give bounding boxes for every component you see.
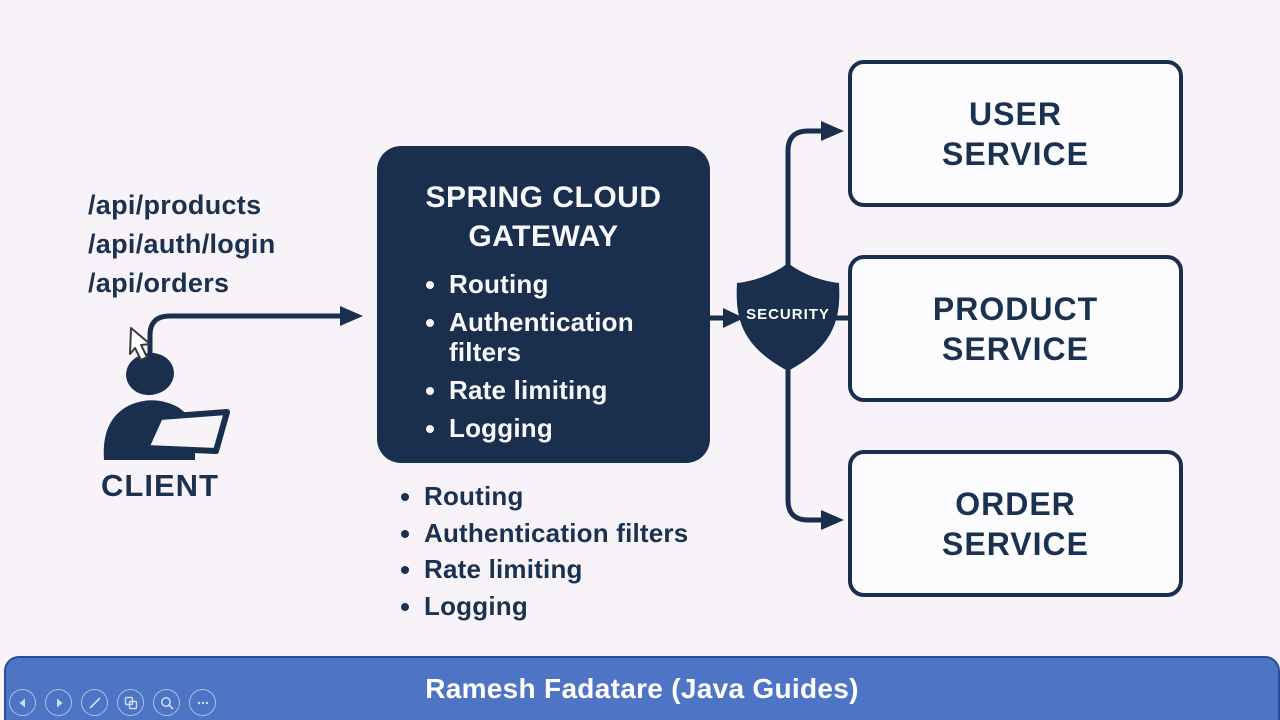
- service-name-line1: ORDER: [955, 485, 1076, 522]
- service-name-line2: SERVICE: [942, 135, 1089, 172]
- gateway-bullet: Rate limiting: [449, 375, 698, 405]
- feature-item: Routing: [424, 478, 688, 515]
- feature-item: Rate limiting: [424, 551, 688, 588]
- pen-icon: [89, 697, 100, 708]
- more-options-button[interactable]: [189, 689, 216, 716]
- footer-bar: Ramesh Fadatare (Java Guides): [4, 656, 1280, 720]
- next-slide-button[interactable]: [45, 689, 72, 716]
- service-name-line2: SERVICE: [942, 525, 1089, 562]
- feature-item: Authentication filters: [424, 515, 688, 552]
- person-with-laptop-icon: [103, 352, 230, 460]
- feature-item: Logging: [424, 588, 688, 625]
- product-service-box: PRODUCT SERVICE: [848, 255, 1183, 402]
- see-all-slides-icon: [124, 696, 137, 709]
- gateway-bullet-list: Routing Authentication filters Rate limi…: [377, 269, 710, 443]
- gateway-title: SPRING CLOUD GATEWAY: [377, 178, 710, 256]
- next-slide-icon: [56, 698, 62, 707]
- gateway-box: SPRING CLOUD GATEWAY Routing Authenticat…: [377, 146, 710, 463]
- api-path: /api/auth/login: [88, 229, 276, 259]
- order-service-box: ORDER SERVICE: [848, 450, 1183, 597]
- zoom-icon: [160, 696, 173, 709]
- gateway-bullet: Routing: [449, 269, 698, 299]
- client-label: CLIENT: [101, 468, 219, 503]
- user-service-box: USER SERVICE: [848, 60, 1183, 207]
- footer-credit: Ramesh Fadatare (Java Guides): [425, 673, 859, 704]
- api-path: /api/products: [88, 190, 262, 220]
- previous-slide-button[interactable]: [9, 689, 36, 716]
- security-label: SECURITY: [746, 306, 830, 323]
- more-options-icon: [197, 701, 208, 704]
- service-name-line2: SERVICE: [942, 330, 1089, 367]
- gateway-title-line1: SPRING CLOUD: [425, 181, 662, 214]
- mouse-cursor-icon: [129, 327, 151, 361]
- shield-icon: [736, 263, 840, 371]
- gateway-bullet: Logging: [449, 413, 698, 443]
- gateway-title-line2: GATEWAY: [468, 220, 619, 253]
- security-to-order-service-arrow: [785, 340, 844, 530]
- security-to-user-service-arrow: [785, 121, 844, 300]
- api-path: /api/orders: [88, 268, 230, 298]
- presenter-toolbar: [9, 689, 216, 716]
- previous-slide-icon: [19, 698, 25, 707]
- api-request-paths: /api/products /api/auth/login /api/order…: [88, 186, 276, 303]
- see-all-slides-button[interactable]: [117, 689, 144, 716]
- service-name-line1: USER: [969, 95, 1062, 132]
- zoom-button[interactable]: [153, 689, 180, 716]
- client-to-gateway-arrow: [147, 306, 363, 356]
- gateway-to-security-arrow: [710, 308, 744, 328]
- gateway-bullet: Authentication filters: [449, 307, 698, 367]
- service-name-line1: PRODUCT: [932, 290, 1099, 327]
- gateway-features-list: Routing Authentication filters Rate limi…: [404, 478, 688, 624]
- pen-button[interactable]: [81, 689, 108, 716]
